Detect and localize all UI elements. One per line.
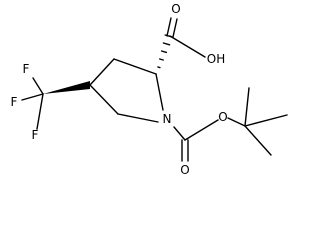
bond-ring-c2-n [155, 73, 164, 111]
bond-tbu-methyl-bottom [244, 125, 272, 156]
bond-hashed-wedge-c2-cooh [157, 34, 174, 69]
bond-n-carbonyl-c [173, 126, 186, 141]
bond-cf3-f-bottom [36, 93, 44, 130]
bond-ring-n-c5 [117, 113, 159, 123]
bond-cf3-f-left [21, 93, 44, 101]
bond-cf3-f-top [32, 77, 44, 95]
bond-ring-c5-c4 [89, 84, 119, 115]
bond-wedge-c4-cf3 [43, 81, 90, 94]
structure-svg: F F F O OH N O O [11, 2, 288, 177]
bond-acid-c-oh [169, 35, 206, 58]
bond-boc-c-o-ester [184, 119, 219, 141]
molecule-diagram: F F F O OH N O O [11, 2, 288, 177]
atom-label-f-top: F [23, 62, 30, 76]
bond-acid-c-o-double-2 [172, 18, 178, 38]
atom-label-f-left: F [11, 95, 18, 109]
bond-ring-c3-c4 [89, 58, 115, 86]
atom-label-f-bottom: F [32, 128, 39, 142]
atom-label-o-boc-carbonyl: O [180, 163, 189, 177]
atom-label-n-ring: N [163, 112, 172, 126]
bond-tbu-methyl-right [244, 114, 288, 127]
bond-acid-c-o-double-1 [166, 17, 172, 37]
atom-label-o-boc-ester: O [218, 110, 227, 124]
atom-label-o-acid-carbonyl: O [171, 2, 180, 16]
bond-tbu-methyl-top [244, 87, 250, 127]
bond-ring-c3-c2 [113, 58, 157, 75]
bond-boc-o-ctert [227, 117, 246, 127]
atom-label-oh-acid: OH [207, 52, 225, 66]
